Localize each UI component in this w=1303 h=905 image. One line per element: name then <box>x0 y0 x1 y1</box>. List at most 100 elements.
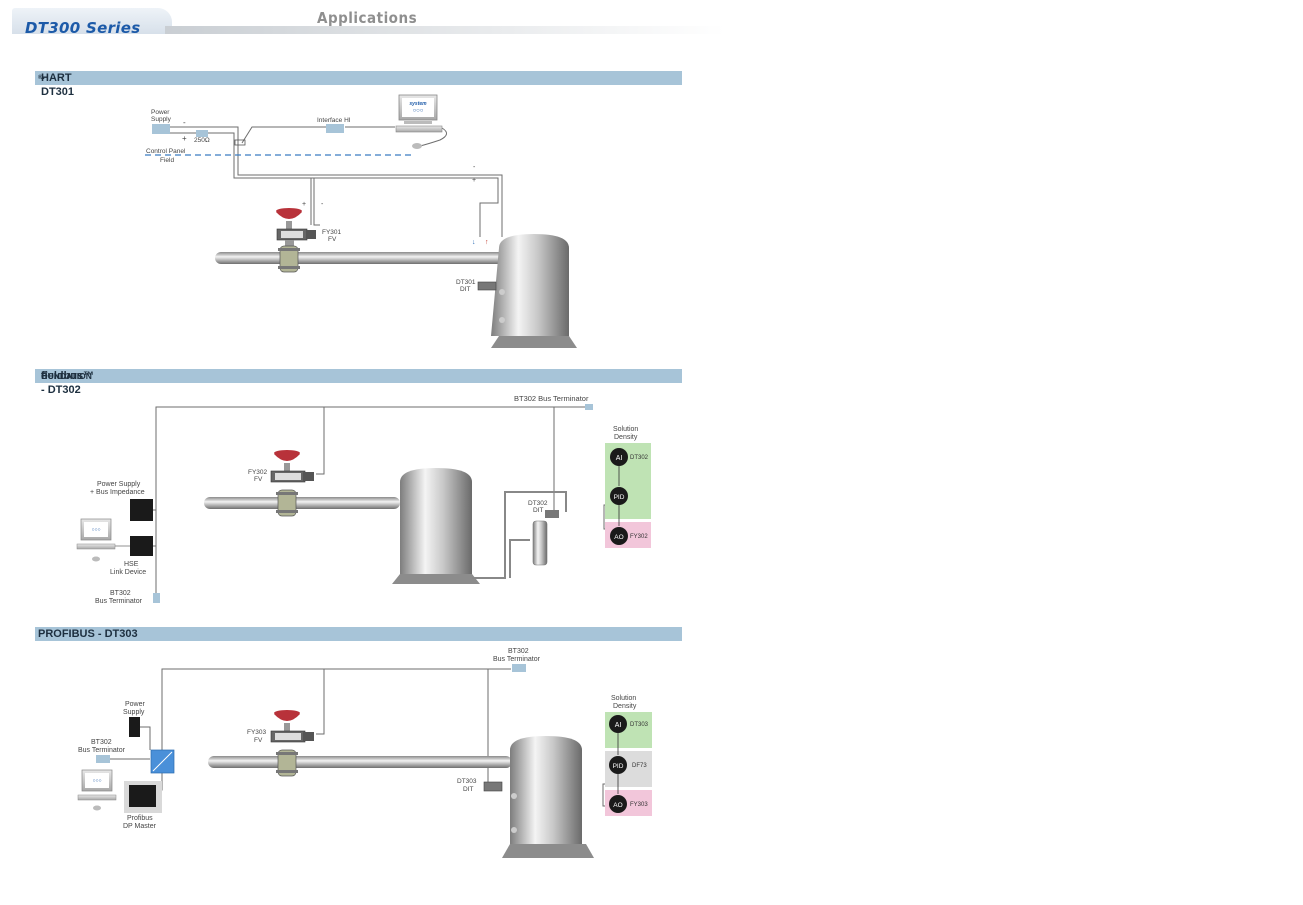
control-panel-label: Control Panel <box>146 148 186 155</box>
fieldbus-valve-type: FV <box>254 476 263 483</box>
svg-text:AO: AO <box>613 802 622 809</box>
pb-computer-icon: ○○○ <box>77 769 117 811</box>
svg-text:AO: AO <box>614 534 623 541</box>
fieldbus-pipe <box>204 497 400 509</box>
resistor-block <box>196 130 208 137</box>
fieldbus-bus-terminator-top <box>585 404 593 410</box>
pb-bt-top-label-1: BT302 <box>508 648 529 655</box>
pb-pid-block <box>609 756 627 774</box>
hart-tank <box>491 234 577 348</box>
svg-text:○○○: ○○○ <box>92 778 101 784</box>
fieldbus-transmitter-tag: DT302 <box>528 500 548 507</box>
profibus-valve-tag: FY303 <box>247 729 267 736</box>
hart-transmitter-tag: DT301 <box>456 279 476 286</box>
profibus-pipe <box>208 756 512 768</box>
header-rule <box>165 26 725 34</box>
svg-text:↑: ↑ <box>485 239 489 246</box>
power-supply-label-1: Power <box>151 109 170 116</box>
header-tab <box>12 8 172 34</box>
hart-transmitter <box>477 281 497 291</box>
pb-bus-terminator-top <box>512 664 526 672</box>
svg-text:+: + <box>182 134 187 143</box>
hart-transmitter-type: DIT <box>460 286 471 293</box>
fb-solution-label-2: Density <box>614 434 638 441</box>
pb-ai-tag: DT303 <box>630 722 649 728</box>
profibus-tank <box>502 736 594 858</box>
svg-text:-: - <box>473 164 476 171</box>
resistor-label: 250Ω <box>194 137 210 144</box>
fb-ai-block <box>610 448 628 466</box>
fb-solution-label-1: Solution <box>613 426 638 433</box>
power-supply-block <box>152 124 170 134</box>
pb-ao-block <box>609 795 627 813</box>
fb-ao-block <box>610 527 628 545</box>
hart-valve-type: FV <box>328 236 337 243</box>
fieldbus-transmitter-vessel <box>532 520 548 566</box>
fb-psu-label-1: Power Supply <box>97 481 141 488</box>
fb-hse-link-device <box>130 536 153 556</box>
hart-valve-tag: FY301 <box>322 229 342 236</box>
svg-text:○○○: ○○○ <box>91 527 100 533</box>
pb-pid-tag: DF73 <box>632 763 647 769</box>
fb-ai-tag: DT302 <box>630 455 649 461</box>
fieldbus-transmitter-type: DIT <box>533 507 544 514</box>
profibus-valve-type: FV <box>254 737 263 744</box>
pb-bt-left-label-2: Bus Terminator <box>78 747 126 754</box>
fieldbus-tank <box>392 468 480 584</box>
hart-control-valve <box>276 208 316 273</box>
fb-ao-tag: FY302 <box>630 534 648 540</box>
fb-hse-label-2: Link Device <box>110 569 146 576</box>
interface-label: Interface HI <box>317 117 351 124</box>
profibus-transmitter-type: DIT <box>463 786 474 793</box>
pb-bt-left-label-1: BT302 <box>91 739 112 746</box>
terminal-block <box>234 139 246 146</box>
fieldbus-bt-top-label: BT302 Bus Terminator <box>514 394 589 403</box>
fb-bt-bottom-label-1: BT302 <box>110 590 131 597</box>
pb-ai-block <box>609 715 627 733</box>
pb-master-label-2: DP Master <box>123 823 157 830</box>
svg-text:-: - <box>183 118 186 127</box>
fieldbus-transmitter <box>545 510 559 518</box>
computer-icon: system ○○○ <box>395 94 443 149</box>
field-label: Field <box>160 157 174 164</box>
svg-text:PID: PID <box>614 494 625 501</box>
svg-text:-: - <box>321 201 324 208</box>
profibus-transmitter <box>483 781 503 792</box>
svg-text:↓: ↓ <box>472 239 476 246</box>
pb-power-supply-unit <box>129 717 140 737</box>
fieldbus-sampling-loop <box>472 491 567 579</box>
pb-solution-label-1: Solution <box>611 695 636 702</box>
pb-master-label-1: Profibus <box>127 815 153 822</box>
pb-bt-top-label-2: Bus Terminator <box>493 656 541 663</box>
fieldbus-diagram: BT302 Bus Terminator Solution Density AI… <box>76 394 651 605</box>
pb-ao-tag: FY303 <box>630 802 648 808</box>
svg-text:system: system <box>409 101 427 107</box>
fb-hse-label-1: HSE <box>124 561 139 568</box>
fb-psu-label-2: + Bus Impedance <box>90 489 145 496</box>
svg-text:PID: PID <box>613 763 624 770</box>
interface-block <box>326 124 344 133</box>
hart-pipe <box>215 252 505 264</box>
section-header-hart: HART® - DT301 <box>35 71 682 98</box>
svg-text:+: + <box>472 177 476 184</box>
fb-pid-block <box>610 487 628 505</box>
fb-bt-bottom-label-2: Bus Terminator <box>95 598 143 605</box>
svg-text:AI: AI <box>616 455 623 462</box>
page-title: Applications <box>317 9 418 27</box>
profibus-transmitter-tag: DT303 <box>457 778 477 785</box>
fb-bus-terminator-bottom <box>153 593 160 603</box>
profibus-diagram: BT302 Bus Terminator Solution Density AI… <box>77 648 652 858</box>
pb-power-label-1: Power <box>125 701 146 708</box>
fieldbus-valve-tag: FY302 <box>248 469 268 476</box>
profibus-control-valve <box>270 710 314 777</box>
section-header-profibus: PROFIBUS - DT303 <box>35 627 682 641</box>
svg-text:+: + <box>302 201 306 208</box>
fb-power-supply-unit <box>130 499 153 521</box>
fieldbus-control-valve <box>270 450 314 517</box>
brand-logo: DT300 Series <box>25 19 141 37</box>
pb-dp-master <box>129 785 156 807</box>
hart-diagram: Power Supply - + 250Ω Interface HI syste… <box>145 94 577 348</box>
power-supply-label-2: Supply <box>151 116 172 123</box>
pb-solution-label-2: Density <box>613 703 637 710</box>
